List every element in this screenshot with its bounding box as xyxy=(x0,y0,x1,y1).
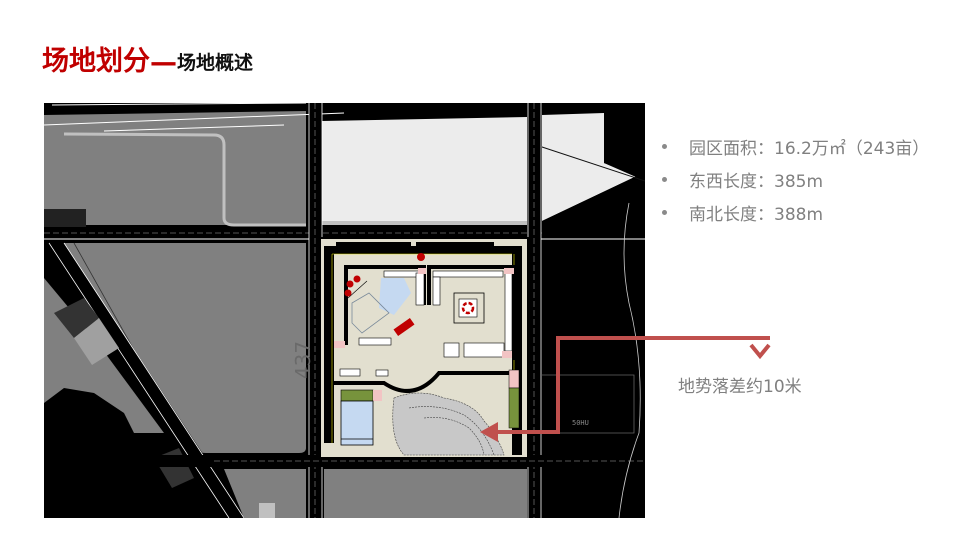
title-main: 场地划分 xyxy=(42,46,150,77)
list-item: 东西长度：385m xyxy=(660,163,929,196)
bullet-icon xyxy=(662,144,667,149)
plot-number-label: 437 xyxy=(291,340,316,380)
block-label: 50HU xyxy=(572,419,589,427)
north-south-length-text: 南北长度：388m xyxy=(689,205,824,225)
list-item: 园区面积：16.2万㎡（243亩） xyxy=(660,130,929,163)
terrain-note: 地势落差约10米 xyxy=(678,377,802,397)
title-sub: 场地概述 xyxy=(177,52,254,74)
list-item: 南北长度：388m xyxy=(660,196,929,229)
page-title: 场地划分 — 场地概述 xyxy=(42,38,253,78)
site-area-text: 园区面积：16.2万㎡（243亩） xyxy=(689,139,930,159)
east-west-length-text: 东西长度：385m xyxy=(689,172,824,192)
site-plan-map: 437 50HU xyxy=(44,103,645,518)
bullet-icon xyxy=(662,210,667,215)
site-plan-drawing xyxy=(44,103,645,518)
site-info-list: 园区面积：16.2万㎡（243亩） 东西长度：385m 南北长度：388m xyxy=(660,130,929,229)
bullet-icon xyxy=(662,177,667,182)
title-dash: — xyxy=(150,47,177,78)
